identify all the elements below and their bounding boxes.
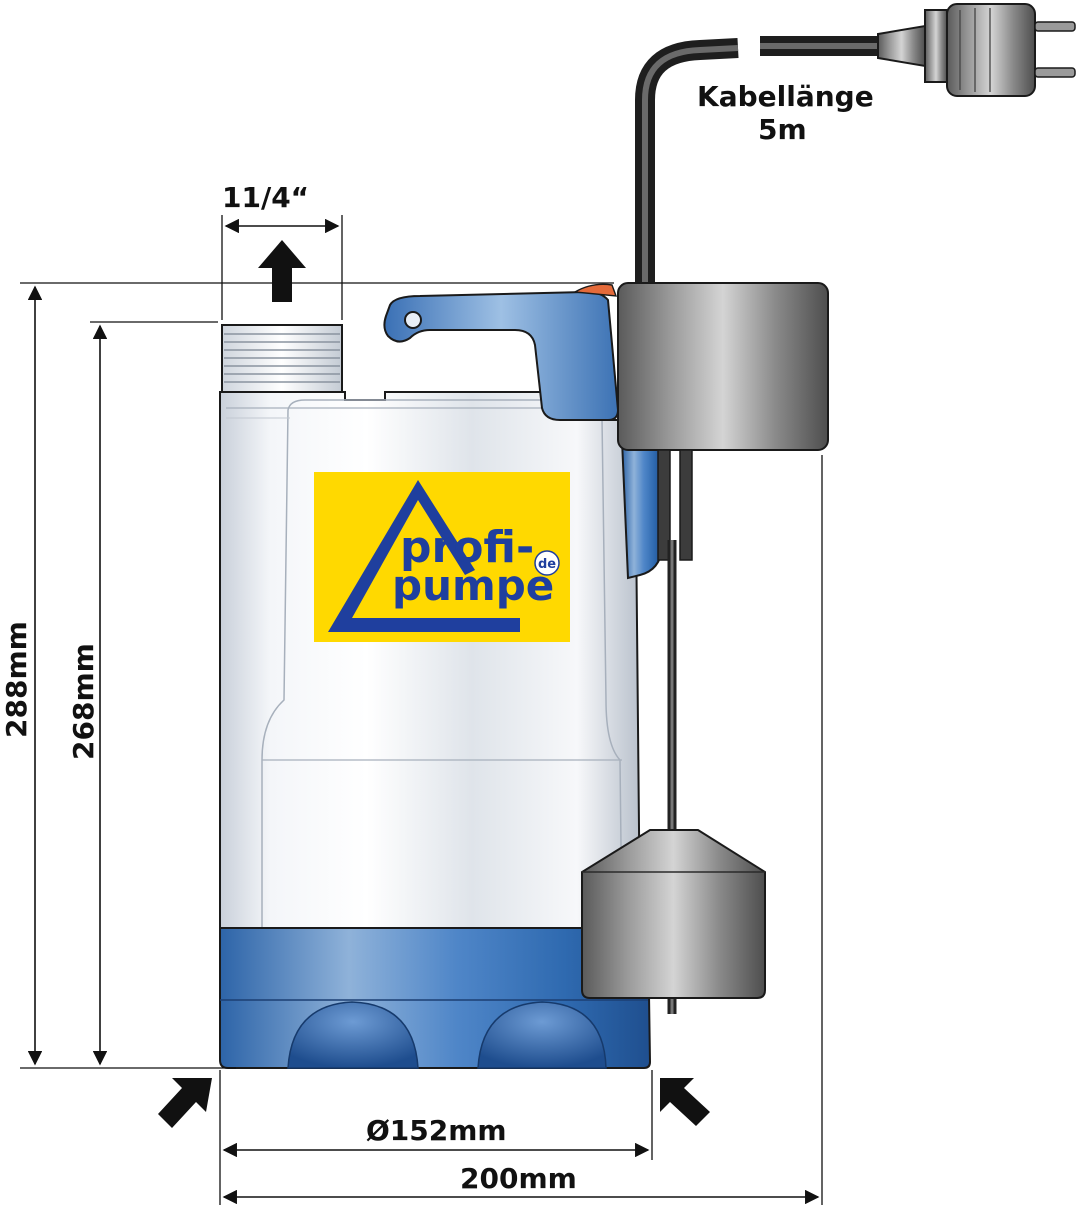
inlet-arrow-left (158, 1078, 212, 1128)
inlet-arrow-right (660, 1078, 710, 1126)
outlet-thread (221, 324, 343, 396)
inlet-opening-right (477, 1001, 607, 1069)
cable-assembly (581, 3, 1076, 1014)
logo-background (314, 472, 570, 642)
handle-rivet (404, 311, 422, 329)
housing-panel (261, 399, 623, 931)
logo-suffix: de (538, 557, 556, 572)
logo-line1: profi- (400, 522, 534, 573)
power-plug (877, 3, 1076, 97)
outlet-flow-arrow (258, 240, 306, 302)
logo-triangle (328, 480, 520, 632)
switch-bracket (620, 439, 664, 580)
cable-length-label: Kabellänge (697, 80, 874, 113)
dim-label-height-body: 268mm (67, 643, 100, 760)
dim-label-thread: 11/4“ (222, 181, 309, 214)
brand-logo: profi- pumpe de (314, 472, 570, 642)
float-switch (581, 829, 766, 999)
dim-label-width: 200mm (460, 1162, 577, 1195)
dimension-lines (20, 215, 823, 1205)
switch-box (617, 282, 829, 451)
logo-line2: pumpe (392, 561, 554, 610)
cable-length-value: 5m (758, 113, 807, 146)
inlet-opening-left (287, 1001, 419, 1069)
dim-label-diameter: Ø152mm (366, 1114, 507, 1147)
logo-suffix-badge (534, 550, 560, 576)
dim-label-height-total: 288mm (0, 621, 33, 738)
thread-ridges (224, 333, 340, 383)
